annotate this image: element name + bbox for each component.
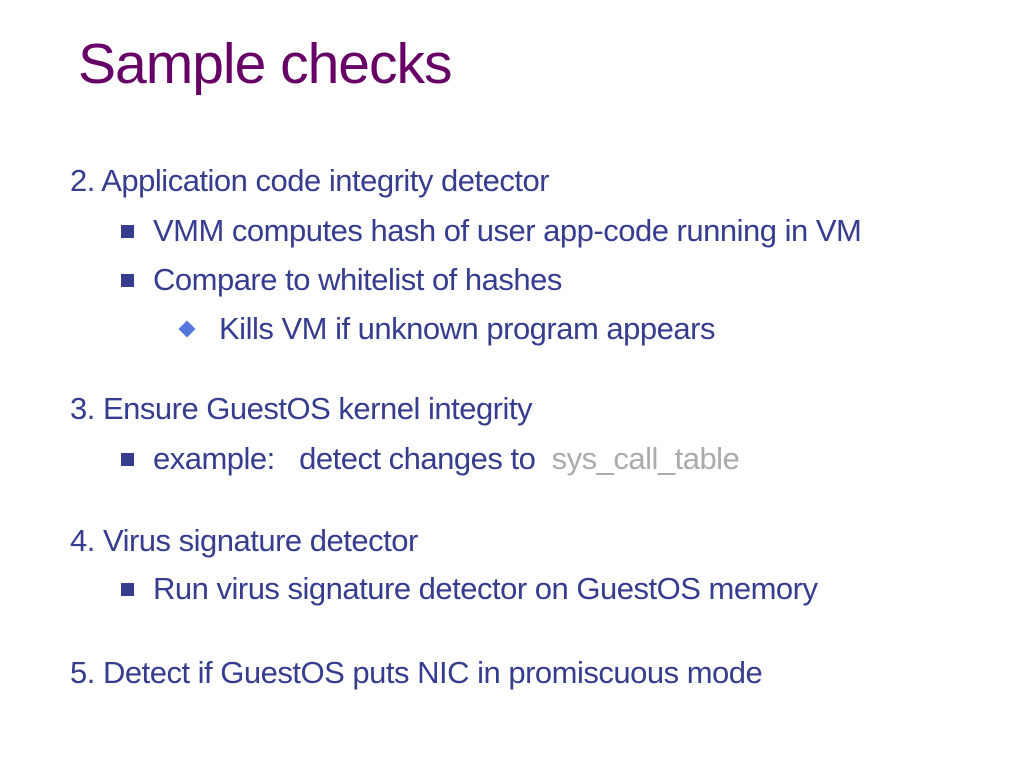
list-item-4: 4. Virus signature detector [70,522,418,560]
list-item-text: Run virus signature detector on GuestOS … [153,571,818,606]
list-item: Run virus signature detector on GuestOS … [121,570,818,608]
list-item-5: 5. Detect if GuestOS puts NIC in promisc… [70,654,763,692]
list-item-3: 3. Ensure GuestOS kernel integrity [70,390,533,428]
square-bullet-icon [121,273,134,287]
list-item-text: 4. Virus signature detector [70,523,418,558]
list-item-text: 2. Application code integrity detector [70,163,550,198]
list-item-text: VMM computes hash of user app-code runni… [153,213,862,248]
list-item: example: detect changes to sys_call_tabl… [121,440,740,478]
square-bullet-icon [121,224,134,238]
square-bullet-icon [121,452,134,466]
list-item-text: 5. Detect if GuestOS puts NIC in promisc… [70,655,763,690]
code-identifier: sys_call_table [551,441,740,476]
list-item-2: 2. Application code integrity detector [70,162,550,200]
square-bullet-icon [121,582,134,596]
list-item: Kills VM if unknown program appears [178,310,715,348]
list-item: Compare to whitelist of hashes [121,261,562,299]
list-item-text: Kills VM if unknown program appears [219,311,715,346]
diamond-bullet-icon [178,320,196,338]
slide-title: Sample checks [78,32,453,96]
list-item: VMM computes hash of user app-code runni… [121,212,862,250]
list-item-text: 3. Ensure GuestOS kernel integrity [70,391,533,426]
list-item-text: example: detect changes to [153,441,552,476]
list-item-text: Compare to whitelist of hashes [153,262,562,297]
